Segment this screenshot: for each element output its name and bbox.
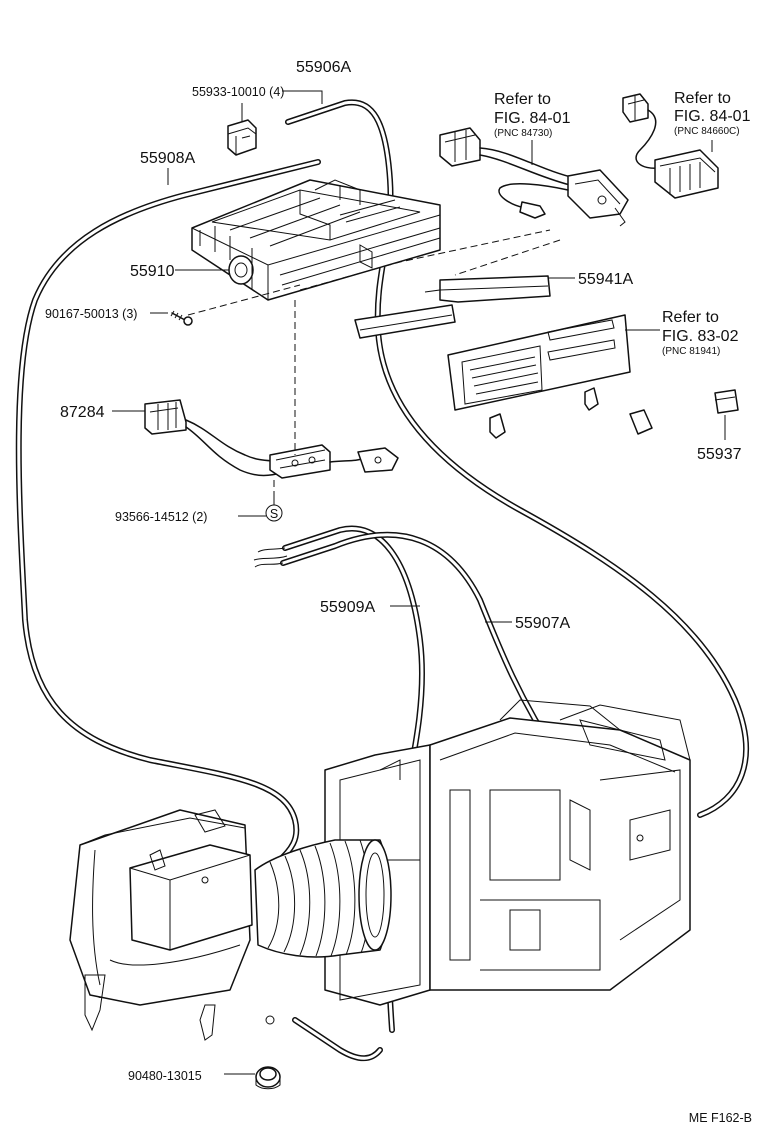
panel-55941a bbox=[354, 275, 551, 339]
leader-lines bbox=[112, 90, 726, 1075]
s-symbol-text: S bbox=[270, 507, 278, 521]
ref3-line2: FIG. 83-02 bbox=[662, 328, 739, 345]
control-panel-81941 bbox=[447, 314, 631, 411]
cable-55906a bbox=[285, 99, 750, 818]
ref3-pnc: (PNC 81941) bbox=[662, 346, 720, 357]
blower-resistor-84660c bbox=[622, 93, 719, 199]
cable-lower-center bbox=[292, 1017, 383, 1062]
knob-55937-set bbox=[489, 387, 739, 439]
footer-code: ME F162-B bbox=[689, 1111, 752, 1125]
label-55937: 55937 bbox=[697, 446, 742, 463]
ref1-pnc: (PNC 84730) bbox=[494, 128, 552, 139]
ref3-line1: Refer to bbox=[662, 309, 719, 326]
heater-control-assy-55910 bbox=[191, 179, 441, 301]
connector-87284 bbox=[144, 399, 399, 479]
ref-fig-84-01-pnc-84730: Refer to FIG. 84-01 (PNC 84730) bbox=[494, 91, 571, 139]
grommet-90480 bbox=[255, 1066, 281, 1090]
ref2-line1: Refer to bbox=[674, 90, 731, 107]
label-55933: 55933-10010 (4) bbox=[192, 85, 284, 99]
heater-unit-assy bbox=[69, 699, 691, 1041]
label-90167: 90167-50013 (3) bbox=[45, 307, 137, 321]
label-93566: 93566-14512 (2) bbox=[115, 510, 207, 524]
ref2-pnc: (PNC 84660C) bbox=[674, 126, 740, 137]
label-55907a: 55907A bbox=[515, 615, 570, 632]
ref1-line2: FIG. 84-01 bbox=[494, 110, 571, 127]
label-90480: 90480-13015 bbox=[128, 1069, 202, 1083]
label-55909a: 55909A bbox=[320, 599, 375, 616]
cable-55908a bbox=[15, 159, 321, 863]
label-55906a: 55906A bbox=[296, 59, 351, 76]
label-87284: 87284 bbox=[60, 404, 105, 421]
label-55908a: 55908A bbox=[140, 150, 195, 167]
assembly-dashed-lines bbox=[187, 229, 561, 505]
clip-55933 bbox=[227, 119, 257, 156]
ref-fig-83-02-pnc-81941: Refer to FIG. 83-02 (PNC 81941) bbox=[662, 309, 739, 357]
label-55941a: 55941A bbox=[578, 271, 633, 288]
ref-fig-84-01-pnc-84660c: Refer to FIG. 84-01 (PNC 84660C) bbox=[674, 90, 751, 137]
label-55910: 55910 bbox=[130, 263, 175, 280]
ref2-line2: FIG. 84-01 bbox=[674, 108, 751, 125]
ref1-line1: Refer to bbox=[494, 91, 551, 108]
clip-ring bbox=[265, 1015, 275, 1025]
screw-90167 bbox=[170, 310, 193, 326]
blower-switch-84730 bbox=[439, 127, 629, 227]
screw-symbol-s: S bbox=[265, 504, 283, 522]
